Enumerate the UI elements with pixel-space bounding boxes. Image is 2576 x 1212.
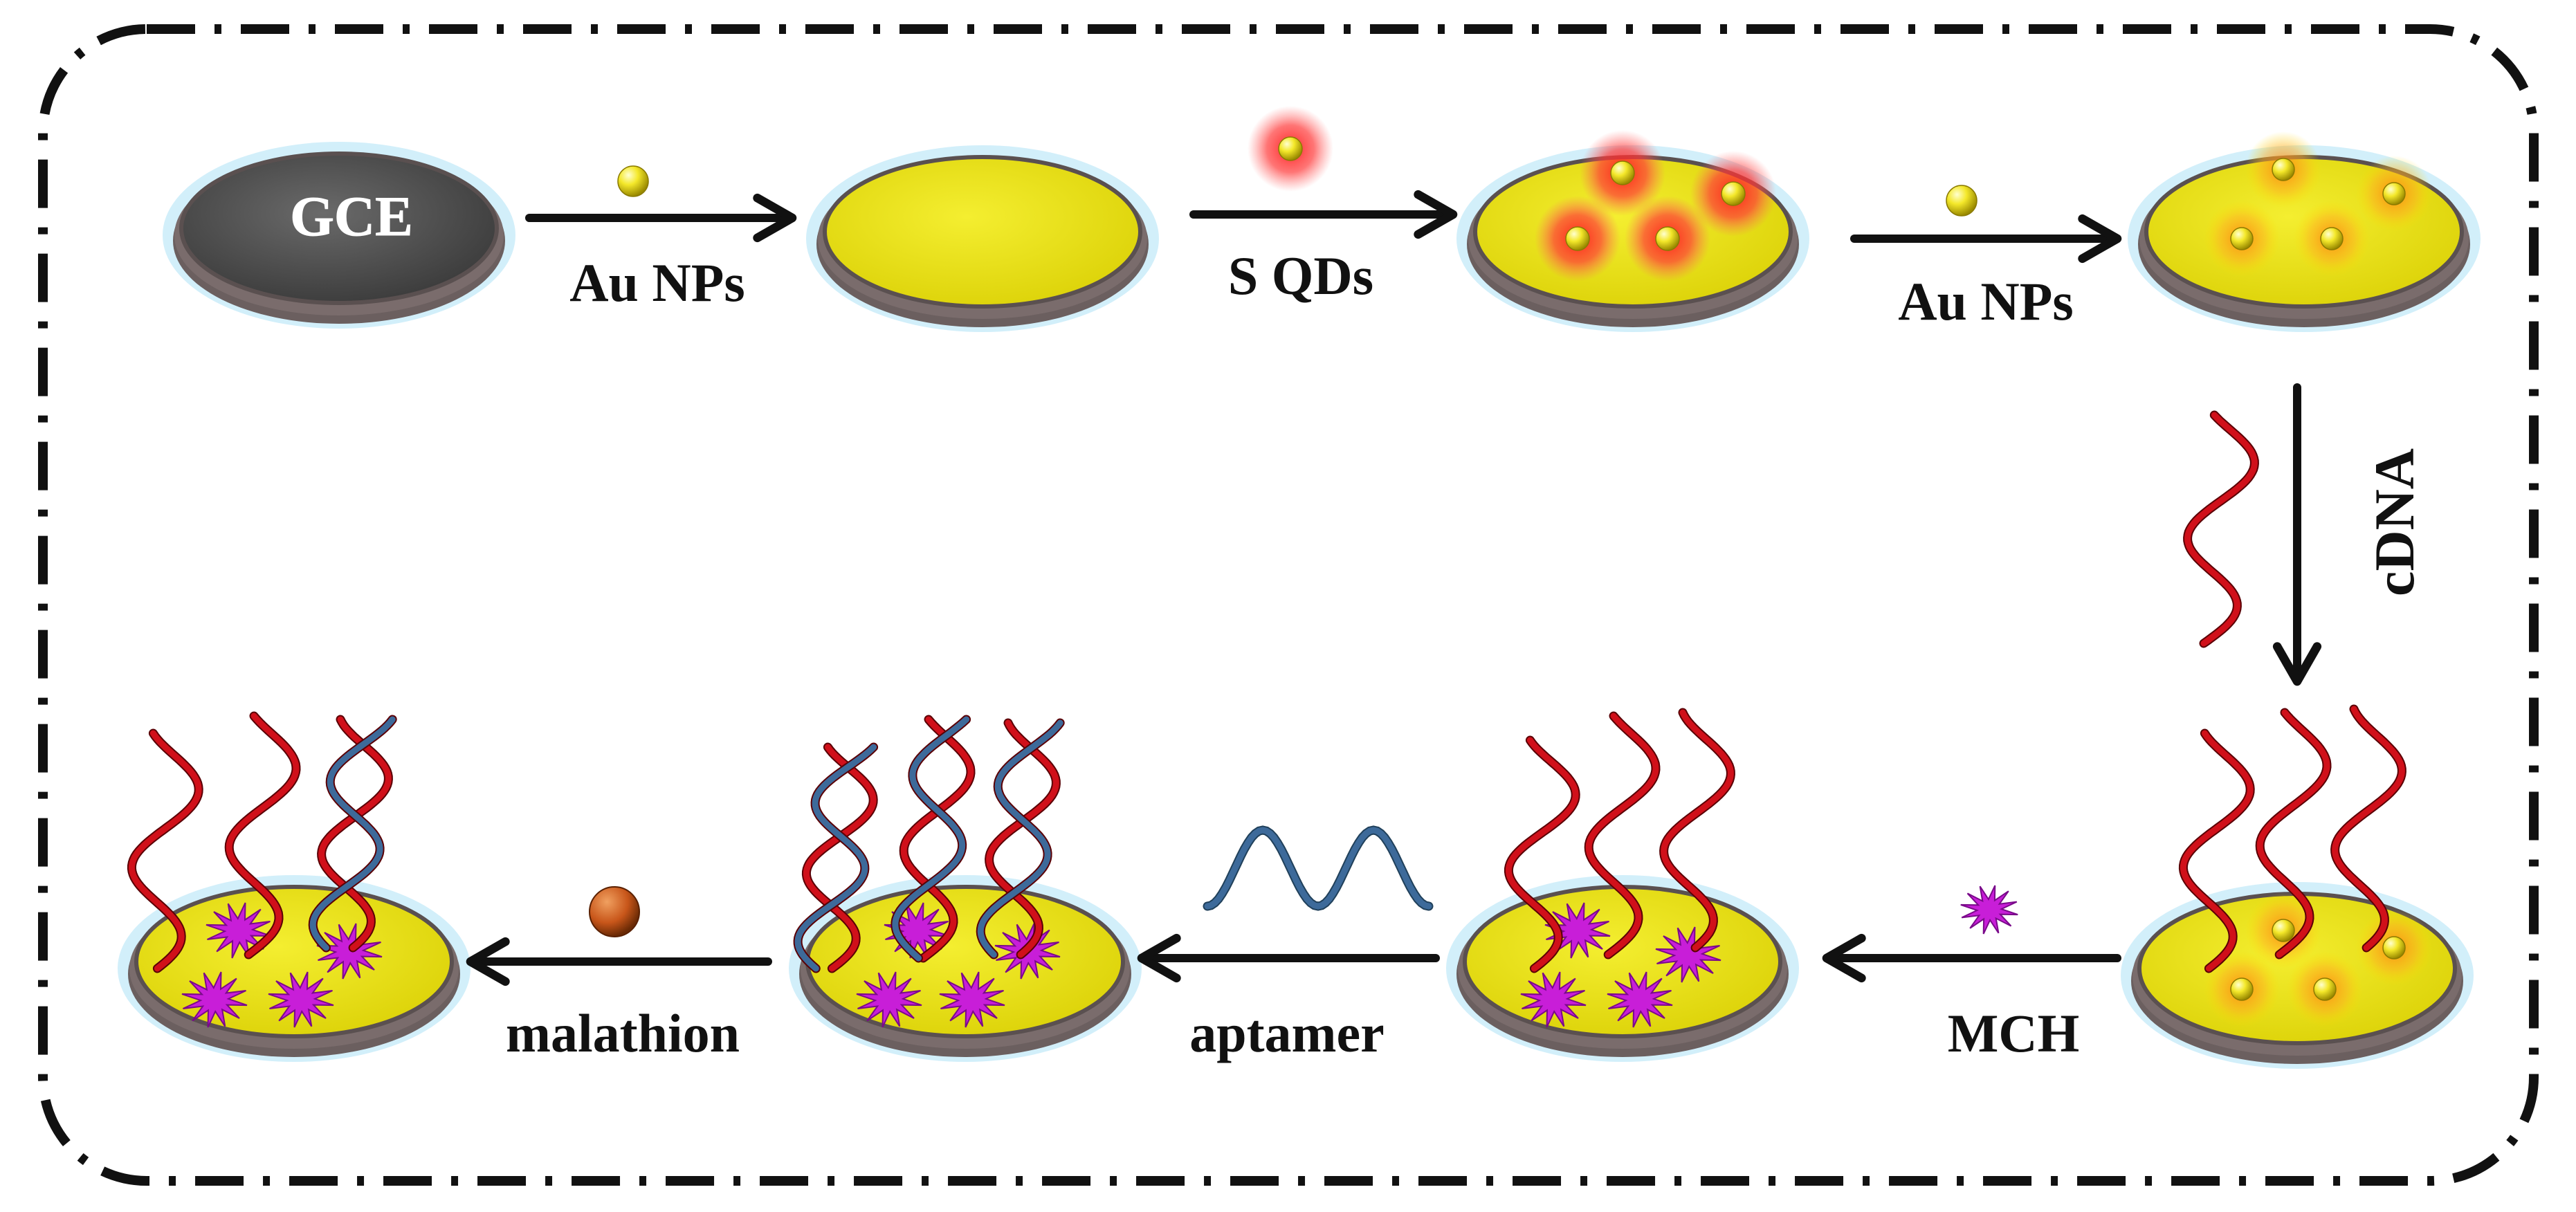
malathion-molecule-icon — [589, 886, 640, 937]
aptamer-strand — [892, 716, 970, 962]
step-label-au-nps-2: Au NPs — [1898, 271, 2074, 331]
cdna-strand — [1661, 709, 1734, 951]
sulfur-quantum-dot-icon — [1655, 226, 1680, 251]
cdna-strand — [1505, 737, 1579, 972]
electrode-cdna-mch — [1446, 875, 1799, 1062]
au-nanoparticle-icon — [2382, 182, 2406, 205]
au-nanoparticle-icon — [2313, 977, 2337, 1001]
mch-molecule-icon — [1960, 885, 2018, 935]
cdna-strand — [1585, 713, 1659, 958]
mch-molecule-icon — [268, 971, 334, 1028]
au-nanoparticle-icon — [2230, 227, 2254, 250]
mch-molecule-icon — [1520, 971, 1587, 1028]
au-nanoparticle-icon — [1946, 185, 1977, 217]
step-label-s-qds: S QDs — [1228, 246, 1373, 306]
cdna-strand — [900, 716, 974, 962]
sulfur-quantum-dot-icon — [1278, 136, 1303, 161]
step-label-cdna: cDNA — [2363, 448, 2426, 596]
cdna-strand — [986, 719, 1059, 958]
electrode-surface — [823, 155, 1142, 309]
cdna-strand — [2256, 709, 2330, 958]
aptamer-strand — [794, 744, 877, 972]
cdna-strand-icon-shadow — [2183, 410, 2259, 648]
sulfur-quantum-dot-icon — [1610, 160, 1635, 185]
cdna-strand — [803, 744, 877, 972]
electrode-label-gce: GCE — [290, 185, 413, 248]
au-nanoparticle-icon — [2272, 919, 2295, 942]
cdna-strand — [318, 716, 392, 951]
decoration-layer — [127, 106, 2432, 1028]
electrode-gce — [163, 142, 515, 329]
sulfur-quantum-dot-icon — [1565, 226, 1590, 251]
step-label-aptamer: aptamer — [1189, 1003, 1385, 1063]
aptamer-strand-icon — [1204, 827, 1432, 910]
cdna-strand — [226, 713, 300, 958]
cdna-strand — [128, 730, 202, 972]
step-label-malathion: malathion — [506, 1003, 740, 1063]
arrow-layer — [466, 190, 2322, 986]
mch-molecule-icon — [181, 971, 248, 1028]
dash-dot-frame — [38, 24, 2539, 1186]
aptamer-strand — [977, 719, 1063, 958]
electrode-au — [806, 145, 1159, 332]
mch-molecule-icon — [856, 971, 922, 1028]
step-label-au-nps-1: Au NPs — [569, 252, 745, 313]
cdna-strand — [2332, 706, 2405, 951]
electrode-surface — [179, 152, 499, 305]
au-nanoparticle-icon — [2230, 977, 2254, 1001]
aptamer-strand — [309, 716, 396, 951]
au-nanoparticle-icon — [2272, 158, 2295, 181]
au-nanoparticle-icon — [2382, 936, 2406, 960]
au-nanoparticle-icon — [617, 165, 649, 197]
aptamer-strand-icon-shadow — [1203, 825, 1434, 911]
mch-molecule-icon — [939, 971, 1005, 1028]
step-label-mch: MCH — [1948, 1003, 2080, 1063]
sulfur-quantum-dot-icon — [1721, 181, 1746, 206]
au-nanoparticle-icon — [2320, 227, 2344, 250]
electrode-malathion — [118, 875, 471, 1062]
cdna-strand — [2180, 730, 2254, 972]
mch-molecule-icon — [1607, 971, 1673, 1028]
cdna-strand-icon — [2184, 412, 2258, 647]
